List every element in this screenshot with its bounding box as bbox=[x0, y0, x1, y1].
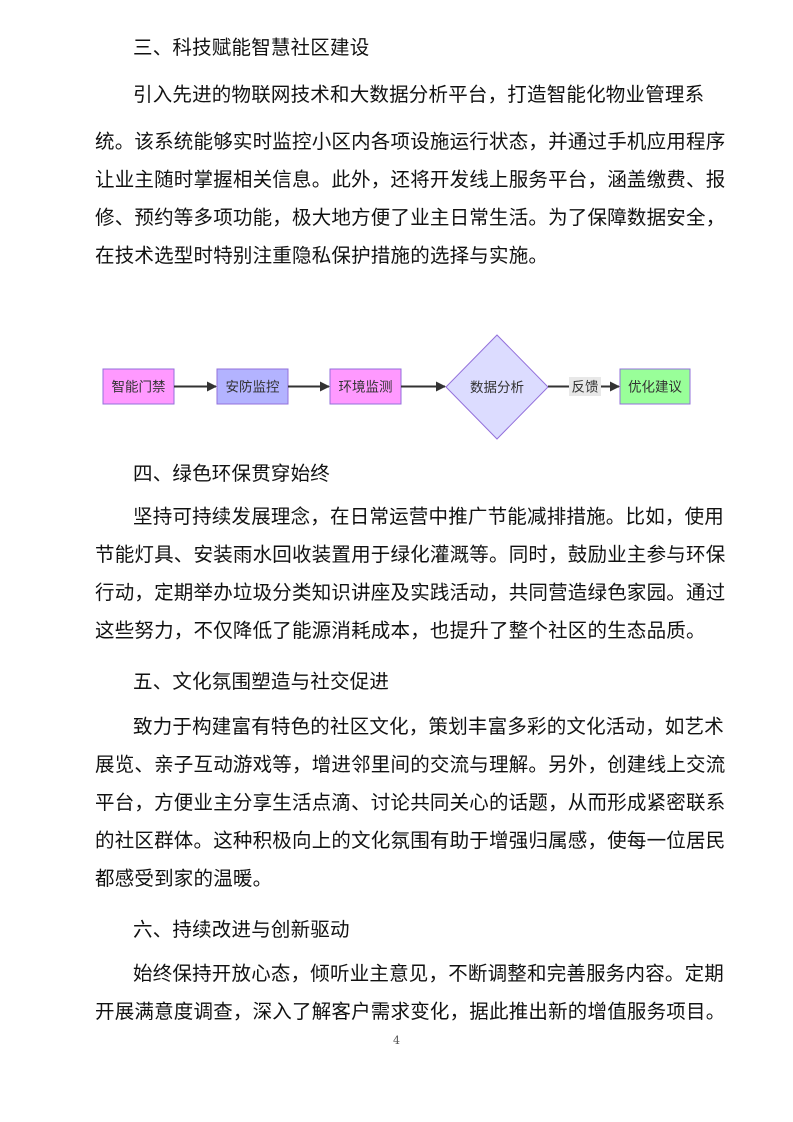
paragraph-line: 让业主随时掌握相关信息。此外，还将开发线上服务平台，涵盖缴费、报 bbox=[95, 168, 726, 191]
node-optimization-suggestions: 优化建议 bbox=[619, 368, 691, 405]
paragraph-line: 在技术选型时特别注重隐私保护措施的选择与实施。 bbox=[95, 244, 549, 267]
paragraph-line: 统。该系统能够实时监控小区内各项设施运行状态，并通过手机应用程序 bbox=[95, 130, 726, 153]
paragraph-line: 展览、亲子互动游戏等，增进邻里间的交流与理解。另外，创建线上交流 bbox=[95, 753, 726, 776]
paragraph-line: 平台，方便业主分享生活点滴、讨论共同关心的话题，从而形成紧密联系 bbox=[95, 791, 726, 814]
paragraph-line: 行动，定期举办垃圾分类知识讲座及实践活动，共同营造绿色家园。通过 bbox=[95, 581, 726, 604]
section-heading-4: 四、绿色环保贯穿始终 bbox=[133, 462, 331, 485]
paragraph-line: 这些努力，不仅降低了能源消耗成本，也提升了整个社区的生态品质。 bbox=[95, 619, 706, 642]
node-label: 优化建议 bbox=[628, 380, 682, 396]
edge-label-feedback: 反馈 bbox=[572, 380, 599, 396]
section-heading-5: 五、文化氛围塑造与社交促进 bbox=[133, 670, 390, 693]
node-security-monitoring: 安防监控 bbox=[216, 368, 289, 405]
paragraph-line: 修、预约等多项功能，极大地方便了业主日常生活。为了保障数据安全， bbox=[95, 206, 726, 229]
paragraph-line: 的社区群体。这种积极向上的文化氛围有助于增强归属感，使每一位居民 bbox=[95, 829, 726, 852]
node-environment-monitoring: 环境监测 bbox=[329, 368, 402, 405]
node-smart-access: 智能门禁 bbox=[102, 368, 175, 405]
section-heading-3: 三、科技赋能智慧社区建设 bbox=[133, 36, 370, 59]
node-label: 数据分析 bbox=[470, 380, 524, 396]
page-number: 4 bbox=[393, 1034, 400, 1047]
paragraph-line: 始终保持开放心态，倾听业主意见，不断调整和完善服务内容。定期 bbox=[133, 962, 725, 985]
node-label: 安防监控 bbox=[226, 380, 280, 396]
paragraph-line: 节能灯具、安装雨水回收装置用于绿化灌溉等。同时，鼓励业主参与环保 bbox=[95, 543, 726, 566]
paragraph-line: 坚持可持续发展理念，在日常运营中推广节能减排措施。比如，使用 bbox=[133, 505, 725, 528]
node-label: 环境监测 bbox=[339, 380, 393, 396]
section-heading-6: 六、持续改进与创新驱动 bbox=[133, 918, 350, 941]
paragraph-line: 开展满意度调查，深入了解客户需求变化，据此推出新的增值服务项目。 bbox=[95, 1000, 726, 1023]
paragraph-line: 都感受到家的温暖。 bbox=[95, 867, 273, 890]
paragraph-line: 致力于构建富有特色的社区文化，策划丰富多彩的文化活动，如艺术 bbox=[133, 715, 725, 738]
node-data-analysis: 数据分析 bbox=[445, 334, 549, 440]
edge-label-bg bbox=[569, 377, 601, 396]
flowchart-diagram: 智能门禁 安防监控 环境监测 数据分析 反馈 优化建议 bbox=[102, 334, 691, 440]
node-label: 智能门禁 bbox=[112, 380, 166, 396]
paragraph-line: 引入先进的物联网技术和大数据分析平台，打造智能化物业管理系 bbox=[133, 83, 705, 106]
